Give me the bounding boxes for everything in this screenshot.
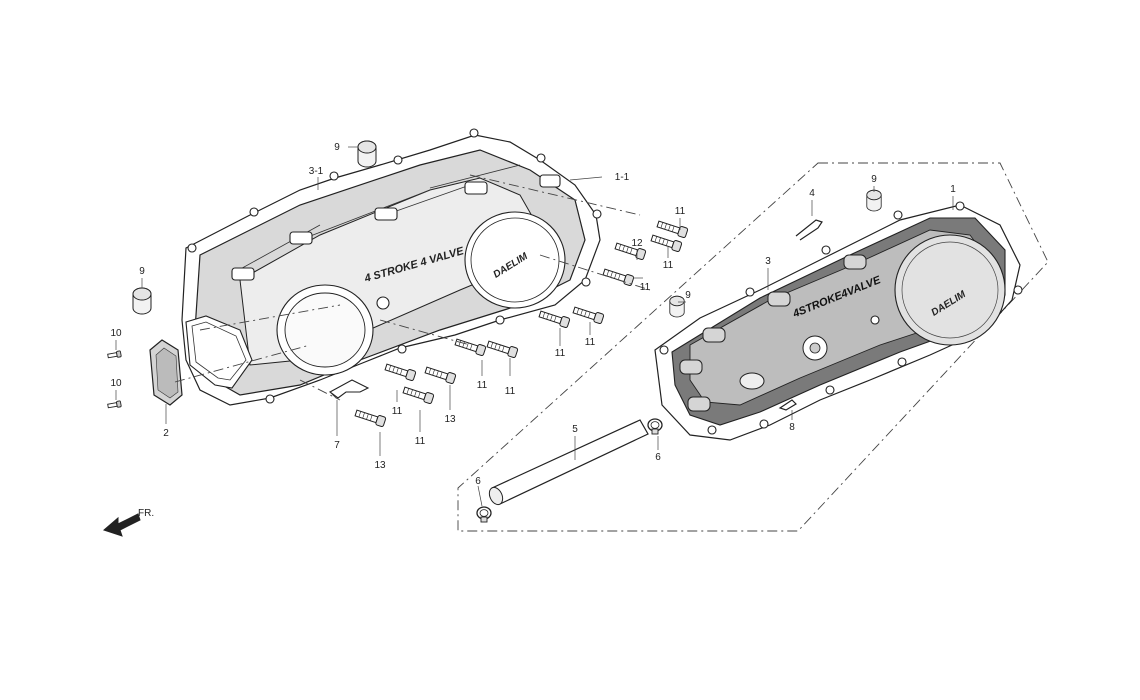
- left-clutch-dome: [464, 211, 566, 309]
- callout-2: 2: [163, 428, 169, 439]
- clamp-part-6-a: [476, 506, 492, 523]
- dowel-part-9-right: [669, 295, 685, 318]
- bolt-11-c: [601, 266, 635, 287]
- callout-11-i: 11: [675, 206, 686, 217]
- callout-5: 5: [572, 424, 578, 435]
- bolt-11-f: [485, 338, 519, 359]
- callout-11-h: 11: [663, 260, 674, 271]
- dowel-part-9-left: [132, 287, 152, 315]
- callout-labels: 9 3-1 1-1 9 10 10 2 7 13 11 11 13 11 11 …: [110, 142, 956, 487]
- callout-9-right: 9: [685, 290, 691, 301]
- clip-part-4: [795, 219, 823, 241]
- callout-13-middle: 13: [444, 414, 456, 425]
- hose-part-5: [488, 419, 649, 506]
- callout-12: 12: [631, 238, 643, 249]
- callout-1: 1: [950, 184, 956, 195]
- right-clutch-dome: [894, 234, 1006, 346]
- callout-6-left: 6: [475, 476, 481, 487]
- callout-11-a: 11: [392, 406, 403, 417]
- callout-1-1: 1-1: [615, 172, 630, 183]
- bolt-11-e: [537, 308, 571, 329]
- callout-11-d: 11: [505, 386, 516, 397]
- callout-11-f: 11: [585, 337, 596, 348]
- bolt-13-a: [423, 364, 457, 385]
- clip-part-8: [778, 399, 797, 411]
- callout-9-right-top: 9: [871, 174, 877, 185]
- callout-9-left-top: 9: [334, 142, 340, 153]
- callout-6-right: 6: [655, 452, 661, 463]
- callout-11-g: 11: [640, 282, 651, 293]
- callout-8: 8: [789, 422, 795, 433]
- screw-part-10a: [107, 350, 122, 360]
- right-cover-assembly: DAELIM 4STROKE4VALVE: [654, 201, 1023, 441]
- clamp-part-6-b: [647, 418, 663, 435]
- front-direction-label: FR.: [138, 508, 154, 519]
- front-direction-arrow: [103, 513, 141, 537]
- air-intake-duct: [185, 315, 253, 389]
- bolt-11-h: [383, 361, 417, 382]
- callout-3-1: 3-1: [309, 166, 324, 177]
- bracket-part-7: [328, 379, 370, 399]
- dowel-part-9-right-top: [866, 189, 882, 212]
- bolt-13-b: [353, 407, 387, 428]
- callout-10-top: 10: [110, 328, 122, 339]
- leader-lines: [115, 146, 954, 507]
- bolt-11-i: [401, 384, 435, 405]
- callout-11-c: 11: [477, 380, 488, 391]
- callout-11-b: 11: [415, 436, 426, 447]
- callout-10-bottom: 10: [110, 378, 122, 389]
- right-detail-frame: [457, 162, 1049, 532]
- screw-part-10b: [107, 400, 122, 410]
- callout-7: 7: [334, 440, 340, 451]
- callout-9-left: 9: [139, 266, 145, 277]
- callout-4: 4: [809, 188, 815, 199]
- bolt-11-g: [453, 336, 487, 357]
- left-gasket-lugs: [187, 128, 602, 404]
- callout-13-bottom: 13: [374, 460, 386, 471]
- left-cover-assembly: DAELIM 4 STROKE 4 VALVE: [181, 128, 602, 406]
- left-alignment-lines: [174, 174, 651, 401]
- bolt-11-d: [571, 304, 605, 325]
- bolt-11-b: [649, 232, 683, 253]
- bolt-11-a: [655, 218, 689, 239]
- air-filter-element: [149, 339, 183, 406]
- callout-3: 3: [765, 256, 771, 267]
- dowel-part-9-left-top: [357, 140, 377, 168]
- callout-11-e: 11: [555, 348, 566, 359]
